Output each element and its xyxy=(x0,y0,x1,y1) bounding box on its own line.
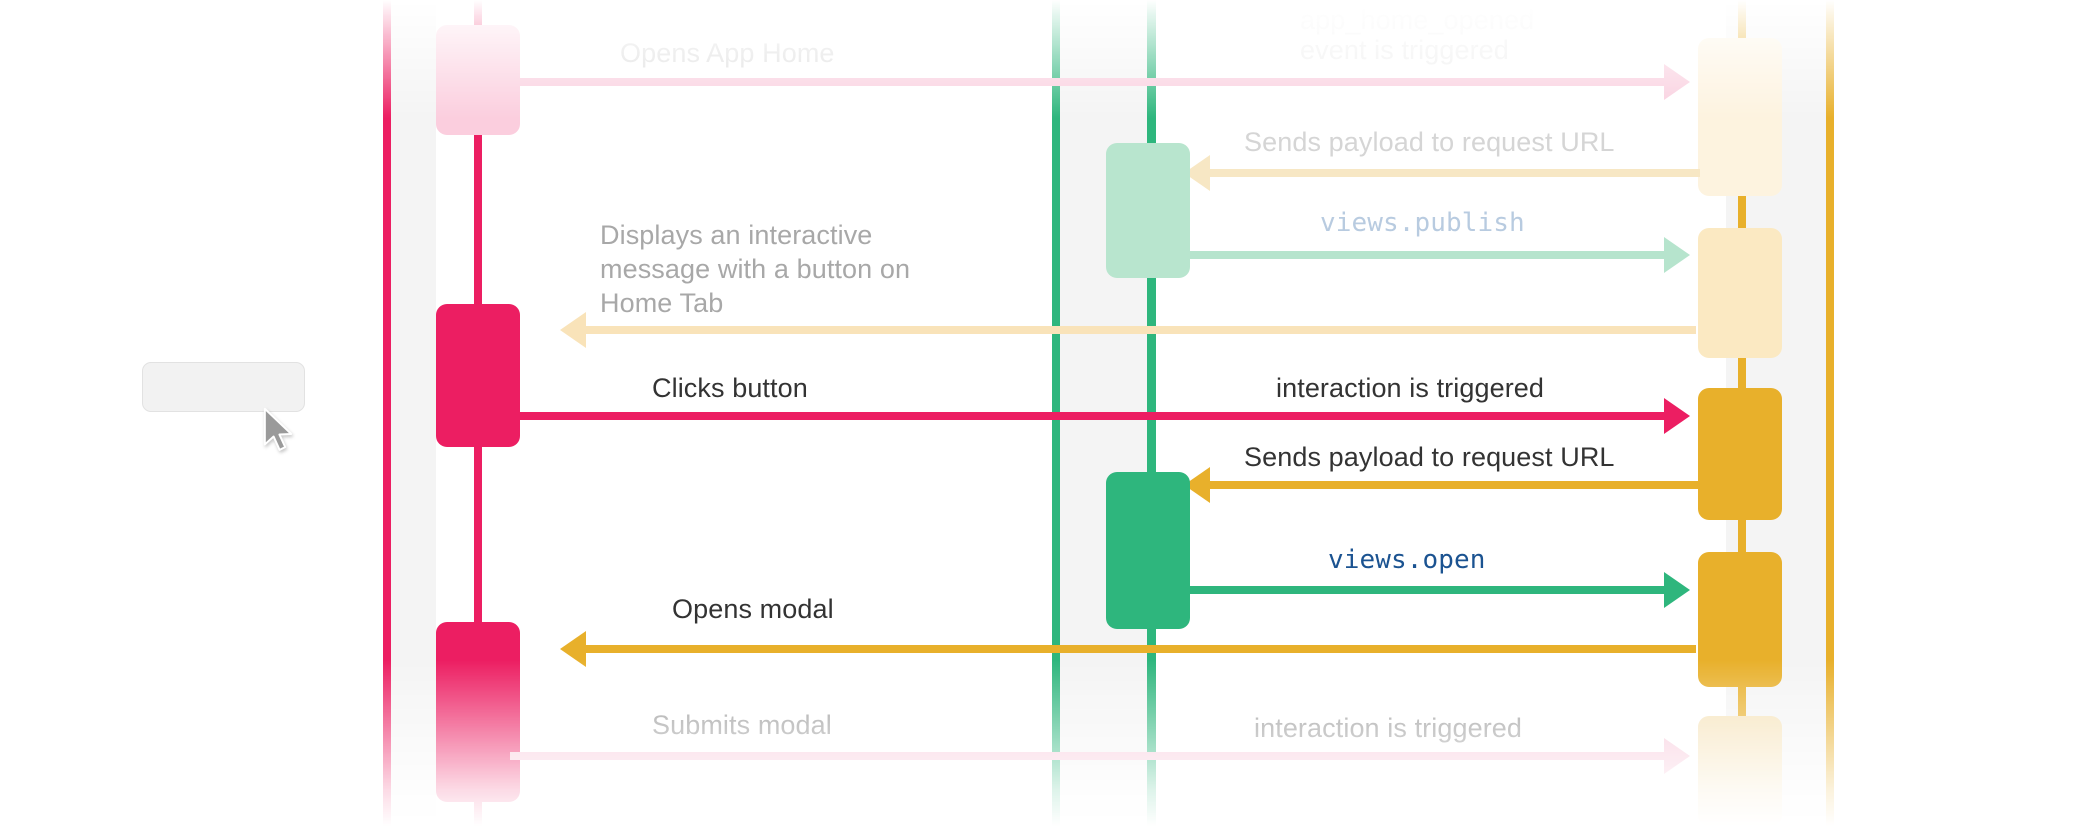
activation-app-5 xyxy=(1698,716,1782,826)
activation-app-4 xyxy=(1698,552,1782,687)
message-arrow-clicks-button xyxy=(1664,398,1690,434)
message-line-opens-app-home xyxy=(510,78,1670,86)
message-label-app-home-opened-line1: app_home_opened xyxy=(1300,5,1535,35)
message-label-interaction-triggered-1: interaction is triggered xyxy=(1276,373,1545,403)
message-line-sends-payload-2 xyxy=(1210,481,1700,489)
message-line-sends-payload-1 xyxy=(1210,169,1700,177)
message-label-views-publish: views.publish xyxy=(1320,208,1525,238)
message-arrow-displays-interactive xyxy=(560,312,586,348)
arrow-pointer-icon xyxy=(263,407,293,451)
activation-app-2 xyxy=(1698,228,1782,358)
message-label-submits-modal: Submits modal xyxy=(652,710,832,740)
message-label-sends-payload-1: Sends payload to request URL xyxy=(1244,127,1615,157)
message-label-clicks-button: Clicks button xyxy=(652,373,808,403)
message-label-interaction-triggered-2: interaction is triggered xyxy=(1254,713,1523,743)
activation-user-1 xyxy=(436,25,520,135)
message-label-opens-modal: Opens modal xyxy=(672,594,834,624)
message-line-displays-interactive xyxy=(586,326,1696,334)
message-line-clicks-button xyxy=(510,412,1670,420)
actor-column-user xyxy=(390,0,436,826)
activation-app-3 xyxy=(1698,388,1782,520)
actor-edge-user xyxy=(383,0,391,826)
message-label-opens-app-home: Opens App Home xyxy=(620,38,835,68)
message-label-app-home-opened-line2: event is triggered xyxy=(1300,35,1509,65)
activation-user-2 xyxy=(436,304,520,447)
message-arrow-opens-modal xyxy=(560,631,586,667)
ghost-button[interactable] xyxy=(142,362,305,412)
message-arrow-submits-modal xyxy=(1664,738,1690,774)
message-label-sends-payload-2: Sends payload to request URL xyxy=(1244,442,1615,472)
message-line-opens-modal xyxy=(586,645,1696,653)
message-line-views-publish xyxy=(1190,251,1670,259)
message-arrow-opens-app-home xyxy=(1664,64,1690,100)
message-line-submits-modal xyxy=(510,752,1670,760)
activation-user-3 xyxy=(436,622,520,802)
left-widget-group xyxy=(142,362,305,451)
message-label-displays-interactive: Displays an interactive message with a b… xyxy=(600,220,911,318)
activation-slack-1 xyxy=(1106,143,1190,278)
activation-app-1 xyxy=(1698,38,1782,196)
message-line-views-open xyxy=(1190,586,1670,594)
message-label-views-open: views.open xyxy=(1328,545,1486,575)
activation-slack-2 xyxy=(1106,472,1190,629)
message-arrow-views-publish xyxy=(1664,237,1690,273)
message-arrow-views-open xyxy=(1664,572,1690,608)
actor-edge-app xyxy=(1826,0,1834,826)
